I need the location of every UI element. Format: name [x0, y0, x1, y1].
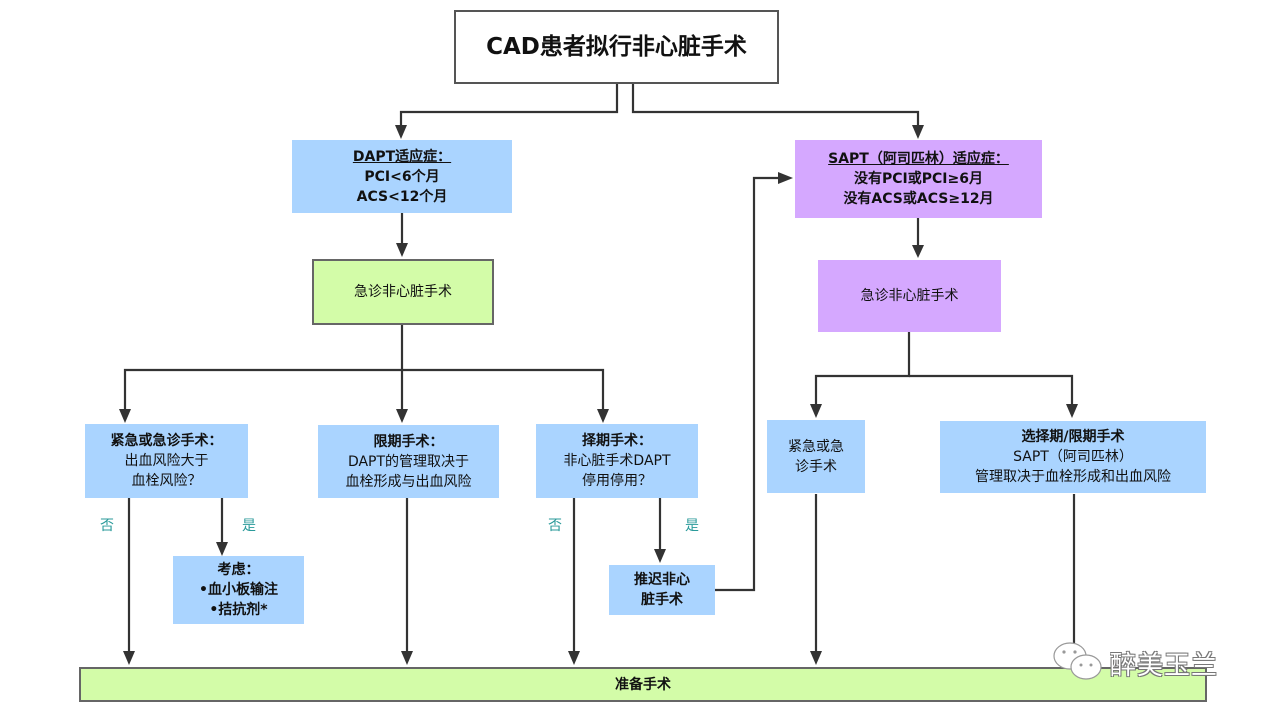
- elective-yes-label: 是: [685, 518, 699, 534]
- title-box: CAD患者拟行非心脏手术: [454, 10, 779, 84]
- arrowhead: [912, 245, 924, 258]
- arrowhead: [654, 549, 666, 563]
- urgent-no-label: 否: [100, 518, 114, 534]
- right-elective-title: 选择期/限期手术: [1021, 429, 1125, 445]
- arrowhead: [810, 651, 822, 665]
- right-elective-line: SAPT（阿司匹林）: [1013, 449, 1133, 465]
- dapt-indication-box: DAPT适应症： PCI<6个月 ACS<12个月: [292, 140, 512, 213]
- urgent-yes-label: 是: [242, 518, 256, 534]
- sapt-indication-line: 没有ACS或ACS≥12月: [843, 191, 994, 207]
- elective-line: 停用停用？: [582, 473, 652, 489]
- right-emergency-surgery-box: 急诊非心脏手术: [818, 260, 1001, 332]
- consider-line: •拮抗剂*: [209, 602, 268, 618]
- arrowhead: [778, 172, 793, 184]
- connector-emergency-branches: [123, 325, 404, 418]
- postpone-line: 脏手术: [641, 592, 683, 608]
- time-limited-line: 血栓形成与出血风险: [345, 473, 472, 490]
- consider-line: •血小板输注: [199, 582, 278, 598]
- sapt-indication-line: 没有PCI或PCI≥6月: [854, 171, 983, 187]
- sapt-indication-title: SAPT（阿司匹林）适应症：: [828, 151, 1009, 167]
- right-urgent-surgery-box: 紧急或急 诊手术: [767, 420, 865, 493]
- urgent-surgery-line: 出血风险大于: [124, 453, 209, 469]
- time-limited-surgery-box: 限期手术： DAPT的管理取决于 血栓形成与出血风险: [318, 425, 499, 498]
- right-elective-surgery-box: 选择期/限期手术 SAPT（阿司匹林） 管理取决于血栓形成和出血风险: [940, 421, 1206, 493]
- time-limited-title: 限期手术：: [373, 433, 444, 450]
- arrowhead: [597, 409, 609, 423]
- urgent-surgery-line: 血栓风险？: [131, 473, 202, 489]
- time-limited-line: DAPT的管理取决于: [347, 453, 470, 470]
- sapt-indication-box: SAPT（阿司匹林）适应症： 没有PCI或PCI≥6月 没有ACS或ACS≥12…: [795, 140, 1042, 218]
- title-text: CAD患者拟行非心脏手术: [486, 34, 747, 60]
- prepare-surgery-text: 准备手术: [615, 676, 671, 693]
- dapt-indication-title: DAPT适应症：: [352, 148, 452, 165]
- arrowhead: [216, 542, 228, 556]
- arrowhead: [395, 125, 407, 139]
- elective-no-label: 否: [548, 518, 562, 534]
- arrowhead: [396, 409, 408, 423]
- arrowhead: [1066, 404, 1078, 418]
- arrowhead: [396, 243, 408, 257]
- connector-title-left: [399, 84, 619, 134]
- arrowhead: [568, 651, 580, 665]
- wechat-icon: [1053, 642, 1102, 680]
- elective-title: 择期手术：: [582, 433, 652, 449]
- urgent-surgery-title: 紧急或急诊手术：: [110, 433, 223, 449]
- connector-right-branches: [814, 332, 911, 412]
- watermark-text: 醉美玉兰: [1110, 651, 1219, 681]
- arrowhead: [810, 404, 822, 418]
- right-emergency-surgery-text: 急诊非心脏手术: [860, 288, 959, 304]
- consider-box: 考虑： •血小板输注 •拮抗剂*: [173, 556, 304, 624]
- connector-title-right: [631, 84, 920, 134]
- right-elective-line: 管理取决于血栓形成和出血风险: [975, 469, 1171, 485]
- arrowhead: [912, 125, 924, 139]
- left-emergency-surgery-box: 急诊非心脏手术: [312, 259, 494, 325]
- right-urgent-line: 诊手术: [795, 458, 837, 475]
- urgent-surgery-box: 紧急或急诊手术： 出血风险大于 血栓风险？: [85, 424, 248, 498]
- right-urgent-line: 紧急或急: [788, 438, 844, 455]
- arrowhead: [123, 651, 135, 665]
- dapt-indication-line: ACS<12个月: [356, 188, 448, 205]
- connector-postpone-loop: [715, 176, 786, 592]
- postpone-surgery-box: 推迟非心 脏手术: [609, 565, 715, 615]
- prepare-surgery-box: 准备手术: [79, 667, 1207, 702]
- arrowhead: [119, 409, 131, 423]
- elective-line: 非心脏手术DAPT: [563, 453, 671, 469]
- consider-title: 考虑：: [217, 562, 260, 578]
- dapt-indication-line: PCI<6个月: [364, 168, 440, 185]
- arrowhead: [401, 651, 413, 665]
- postpone-line: 推迟非心: [634, 572, 690, 588]
- elective-surgery-box: 择期手术： 非心脏手术DAPT 停用停用？: [536, 424, 698, 498]
- left-emergency-surgery-text: 急诊非心脏手术: [354, 284, 452, 300]
